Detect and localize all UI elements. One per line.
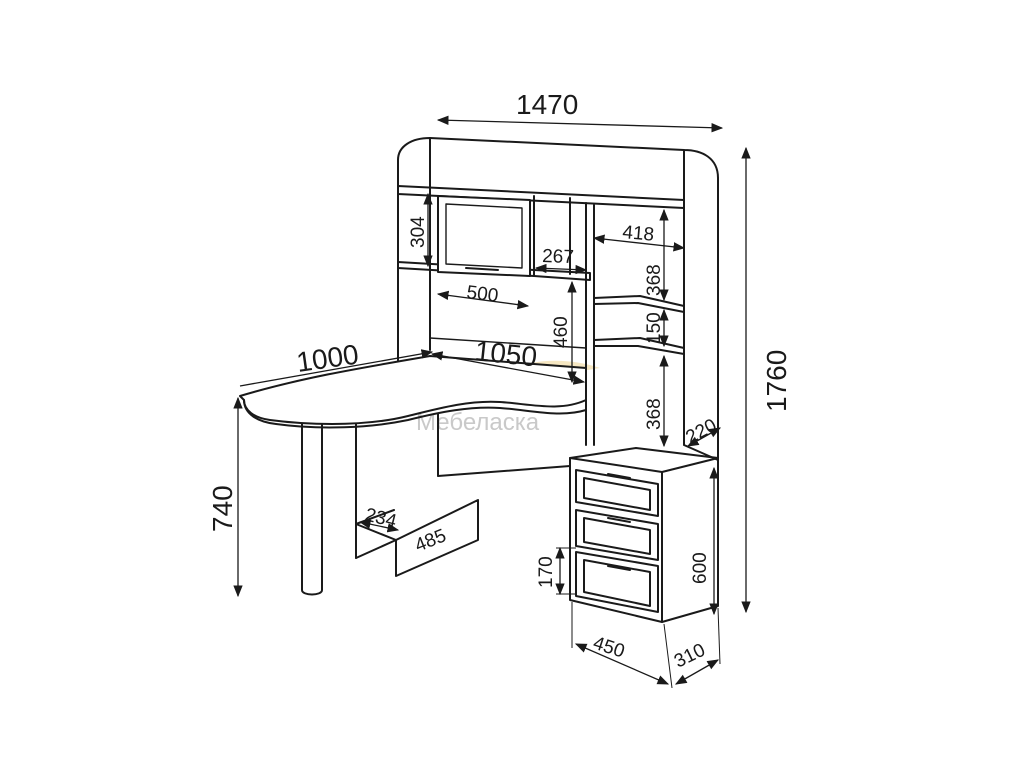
dim-side-shelf-height-top: 368 — [644, 264, 665, 296]
desk — [239, 355, 587, 596]
dim-line-table-depth — [239, 349, 434, 387]
hutch-right-shelf-2 — [593, 337, 685, 355]
dim-line-side-shelf-width — [592, 234, 686, 252]
dim-side-shelf-width: 418 — [622, 222, 655, 246]
drawer-2 — [575, 509, 659, 561]
desk-modesty-panel — [355, 413, 571, 559]
dim-niche-width: 500 — [465, 282, 499, 307]
pedestal — [569, 447, 719, 623]
dim-middle-shelf-width: 267 — [542, 246, 574, 268]
dim-side-shelf-height-bottom: 368 — [644, 398, 665, 430]
drawer-1 — [575, 469, 659, 517]
hutch-middle-shelf — [533, 269, 591, 281]
dim-side-depth: 220 — [682, 415, 720, 448]
dim-line-pedestal-width — [574, 643, 670, 685]
dim-pedestal-depth: 310 — [671, 640, 709, 673]
desk-top-edge — [243, 399, 587, 429]
hutch-center-divider — [533, 195, 571, 275]
hutch-right-side — [683, 149, 719, 461]
glass-door-handle-icon — [465, 267, 499, 271]
dim-line-overall-width — [436, 115, 724, 133]
dim-side-shelf-height-middle: 150 — [644, 312, 665, 344]
dim-drawer-height: 170 — [536, 556, 557, 588]
dim-pedestal-height: 600 — [690, 552, 711, 584]
dim-line-pedestal-depth — [674, 659, 720, 685]
dim-overall-height: 1760 — [761, 350, 792, 412]
hutch-top-panel — [397, 137, 431, 187]
dim-upper-niche-height: 304 — [408, 216, 429, 248]
dim-line-middle-shelf-width — [534, 263, 588, 275]
glass-door — [437, 195, 531, 277]
dim-line-niche-width — [436, 290, 530, 310]
dim-line-footrest-depth — [358, 519, 400, 533]
pedestal-top — [569, 447, 719, 473]
drawer-2-handle-icon — [607, 517, 631, 523]
drawer-3-handle-icon — [607, 565, 631, 571]
dim-center-niche-height: 460 — [551, 316, 572, 348]
desk-leg — [301, 423, 323, 596]
hutch-right-column-left-side — [585, 202, 595, 446]
dim-overall-width: 1470 — [516, 89, 578, 120]
dim-ext-pedestal-depth-right — [717, 607, 721, 665]
hutch-right-shelf-1 — [593, 295, 685, 313]
hutch-lower-back — [429, 337, 587, 349]
dim-desk-length: 1050 — [473, 335, 538, 372]
dim-pedestal-width: 450 — [590, 633, 627, 663]
hutch-top-rail — [429, 137, 719, 179]
drawer-3 — [575, 551, 659, 613]
drawer-1-handle-icon — [607, 473, 631, 479]
dimension-lines — [233, 115, 751, 689]
dim-line-desk-length — [430, 351, 586, 385]
glass-door-frame — [437, 195, 531, 277]
dim-line-side-depth — [686, 427, 722, 447]
glass-door-inner — [445, 203, 523, 269]
dim-table-height: 740 — [207, 485, 238, 532]
dim-ext-pedestal-width-right — [663, 623, 673, 689]
